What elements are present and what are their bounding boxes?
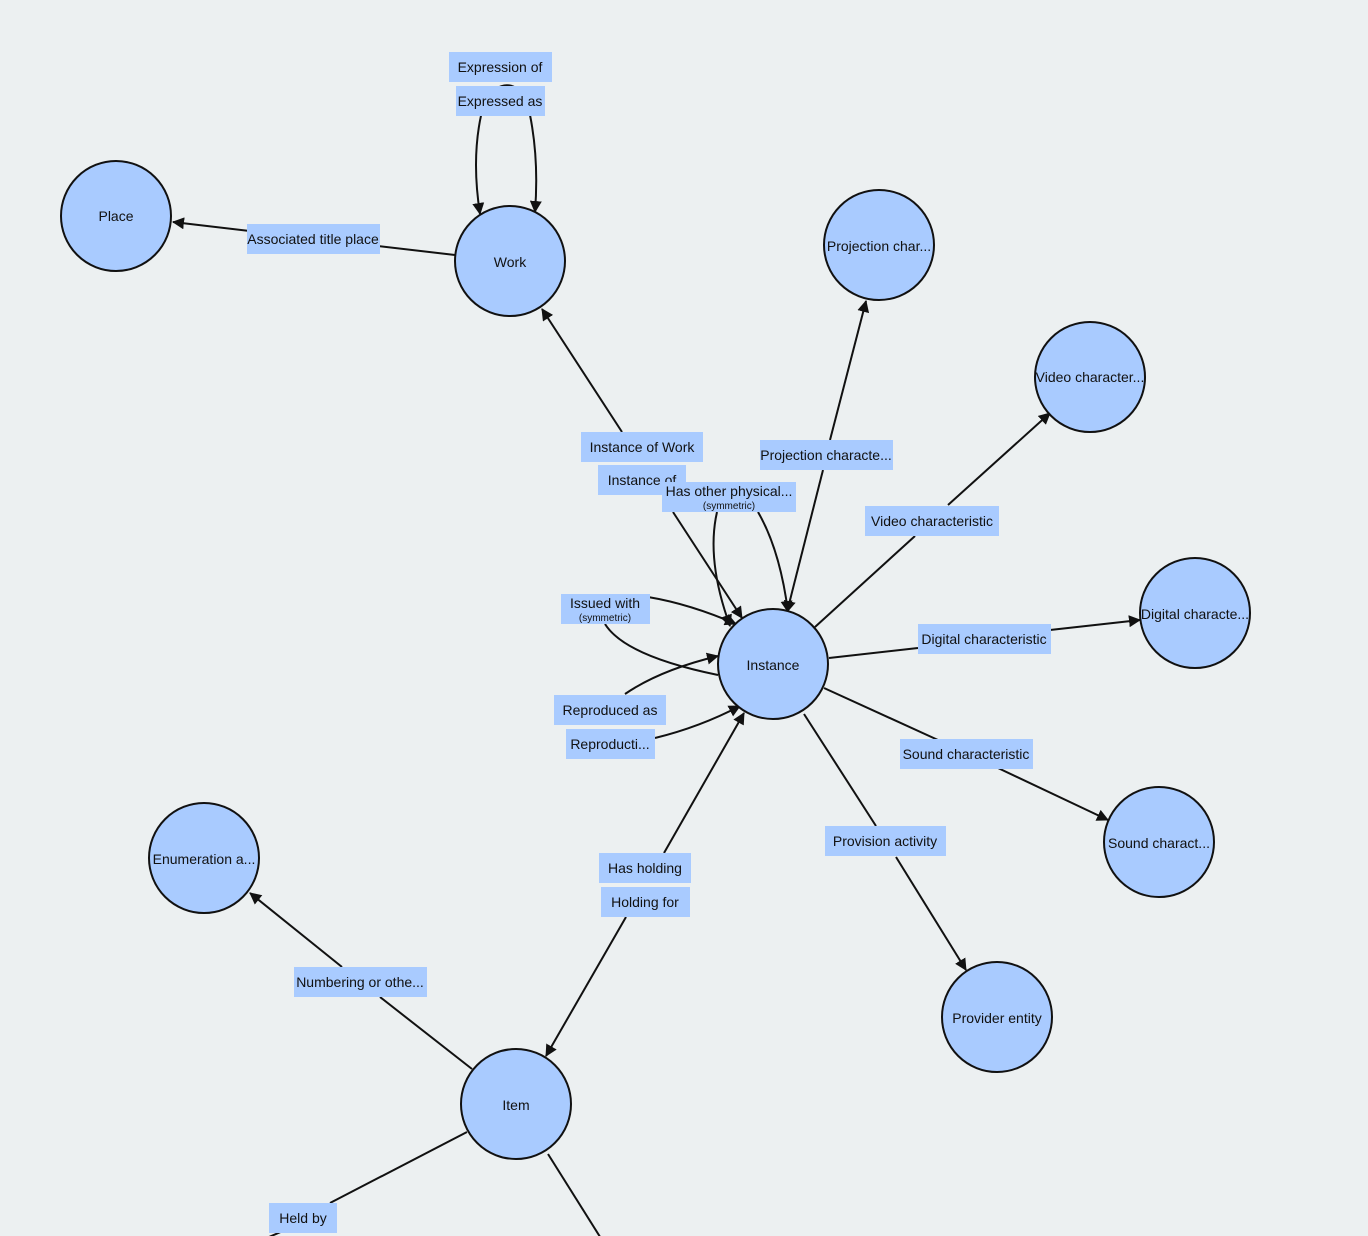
node-label: Video character... [1036,369,1145,385]
node-label: Place [98,208,133,224]
edge-label-video-characteristic[interactable]: Video characteristic [865,506,999,536]
edge-reproduced-as[interactable] [624,652,719,695]
edge-label-text: Reproducti... [570,736,649,752]
edge-sound-characteristic-left[interactable] [823,687,939,741]
edge-issued-with-b[interactable] [604,623,719,676]
edge-label-text: Video characteristic [871,513,993,529]
edge-holding-for[interactable] [545,916,627,1057]
node-item[interactable]: Item [460,1048,572,1160]
edge-label-has-other-physical[interactable]: Has other physical... (symmetric) [662,482,796,512]
edge-label-text: Associated title place [247,231,379,247]
edge-label-text: Expression of [458,59,543,75]
edge-label-text: Sound characteristic [903,746,1030,762]
node-label: Enumeration a... [153,851,256,867]
edge-label-expressed-as[interactable]: Expressed as [456,86,545,116]
node-label: Item [502,1097,529,1113]
edge-label-text: Instance of [608,472,677,488]
edge-provision-activity-lower[interactable] [895,856,967,971]
edge-label-text: Numbering or othe... [296,974,424,990]
edge-digital-characteristic-left[interactable] [828,647,919,659]
edge-has-holding[interactable] [663,712,745,854]
edge-label-text: Provision activity [833,833,937,849]
nodes: Place Work Projection char... Video char… [60,160,1251,1160]
edge-issued-with-a[interactable] [647,596,737,626]
edge-video-characteristic-lower[interactable] [814,535,916,628]
edge-projection-characteristic-lower[interactable] [783,469,824,613]
node-label: Work [494,254,527,270]
edge-label-text: Projection characte... [760,447,892,463]
edge-label-held-by[interactable]: Held by [269,1203,337,1233]
edge-label-projection-characteristic[interactable]: Projection characte... [760,440,893,470]
edge-label-subtext: (symmetric) [703,501,755,512]
edge-label-text: Reproduced as [563,702,658,718]
edge-label-text: Digital characteristic [921,631,1046,647]
node-provider[interactable]: Provider entity [941,961,1053,1073]
edges [172,84,1141,1236]
edge-label-has-holding[interactable]: Has holding [599,853,691,883]
edge-label-text: Issued with [570,595,640,611]
edge-label-text: Held by [279,1210,326,1226]
edge-sound-characteristic[interactable] [997,767,1109,821]
edge-projection-characteristic[interactable] [829,300,870,441]
edge-provision-activity[interactable] [803,713,877,827]
node-label: Sound charact... [1108,835,1210,851]
node-enumeration[interactable]: Enumeration a... [148,802,260,914]
edge-label-associated-title-place[interactable]: Associated title place [247,224,380,254]
edge-reproduction-of[interactable] [654,705,741,739]
edge-label-text: Has other physical... [666,483,793,499]
edge-label-provision-activity[interactable]: Provision activity [825,826,946,856]
edge-label-text: Has holding [608,860,682,876]
edge-label-digital-characteristic[interactable]: Digital characteristic [918,624,1051,654]
edge-label-reproduction-of[interactable]: Reproducti... [566,729,655,759]
edge-label-issued-with[interactable]: Issued with (symmetric) [561,594,650,624]
node-sound[interactable]: Sound charact... [1103,786,1215,898]
node-instance[interactable]: Instance [717,608,829,720]
edge-label-subtext: (symmetric) [579,613,631,624]
edge-instance-of-work[interactable] [541,308,623,433]
edge-held-by[interactable] [329,1131,468,1204]
edge-label-text: Instance of Work [590,439,696,455]
edge-numbering-or-other[interactable] [249,892,343,968]
edge-has-other-physical-b[interactable] [757,511,793,613]
edge-numbering-or-other-lower[interactable] [379,996,473,1070]
node-projection[interactable]: Projection char... [823,189,935,301]
edge-instance-of[interactable] [672,511,743,619]
edge-digital-characteristic[interactable] [1049,615,1141,631]
node-video[interactable]: Video character... [1034,321,1146,433]
edge-label-holding-for[interactable]: Holding for [601,887,690,917]
edge-has-other-physical-a[interactable] [712,511,732,627]
node-label: Projection char... [827,238,931,254]
node-digital[interactable]: Digital characte... [1139,557,1251,669]
node-label: Instance [747,657,800,673]
edge-label-numbering-or-other[interactable]: Numbering or othe... [294,967,427,997]
edge-label-reproduced-as[interactable]: Reproduced as [554,695,666,725]
edge-labels: Expression of Expressed as Associated ti… [247,52,1051,1233]
edge-label-expression-of[interactable]: Expression of [449,52,552,82]
edge-video-characteristic[interactable] [947,412,1051,506]
node-work[interactable]: Work [454,205,566,317]
node-label: Provider entity [952,1010,1041,1026]
edge-item-outgoing[interactable] [547,1153,602,1236]
edge-label-sound-characteristic[interactable]: Sound characteristic [900,739,1033,769]
edge-label-text: Expressed as [458,93,543,109]
edge-label-instance-of-work[interactable]: Instance of Work [581,432,703,462]
edge-label-text: Holding for [611,894,679,910]
node-place[interactable]: Place [60,160,172,272]
node-label: Digital characte... [1141,606,1249,622]
